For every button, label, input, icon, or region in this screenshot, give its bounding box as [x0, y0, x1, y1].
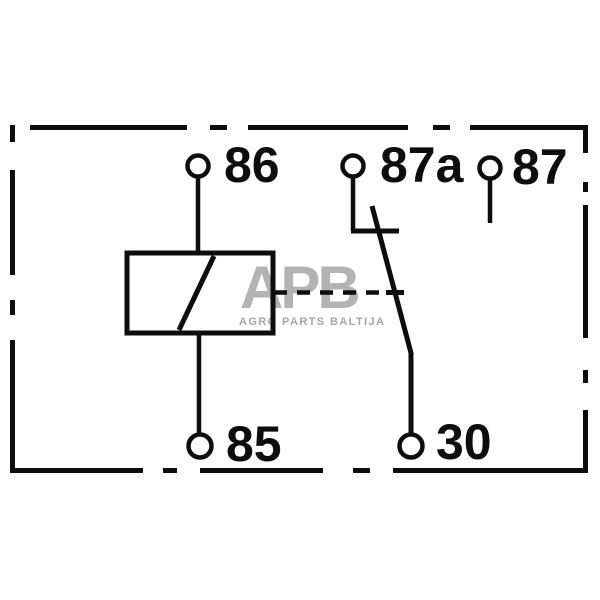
terminal-circle-30: [397, 432, 425, 460]
switch-arm: [369, 205, 414, 435]
terminal-circle-87: [477, 155, 503, 181]
coil-box: [124, 250, 276, 336]
terminal-circle-85: [186, 432, 214, 460]
terminal-circle-86: [185, 153, 211, 179]
watermark-text: AGRO PARTS BALTIJA: [239, 316, 386, 328]
terminal-label-87: 87: [512, 139, 568, 195]
terminal-label-87a: 87a: [380, 137, 464, 193]
terminal-label-86: 86: [224, 137, 280, 193]
terminal-label-30: 30: [436, 414, 492, 470]
terminal-circle-87a: [340, 153, 366, 179]
terminal-label-85: 85: [226, 416, 282, 472]
coil-diagonal: [176, 254, 217, 332]
watermark-logo: APB: [240, 254, 361, 321]
